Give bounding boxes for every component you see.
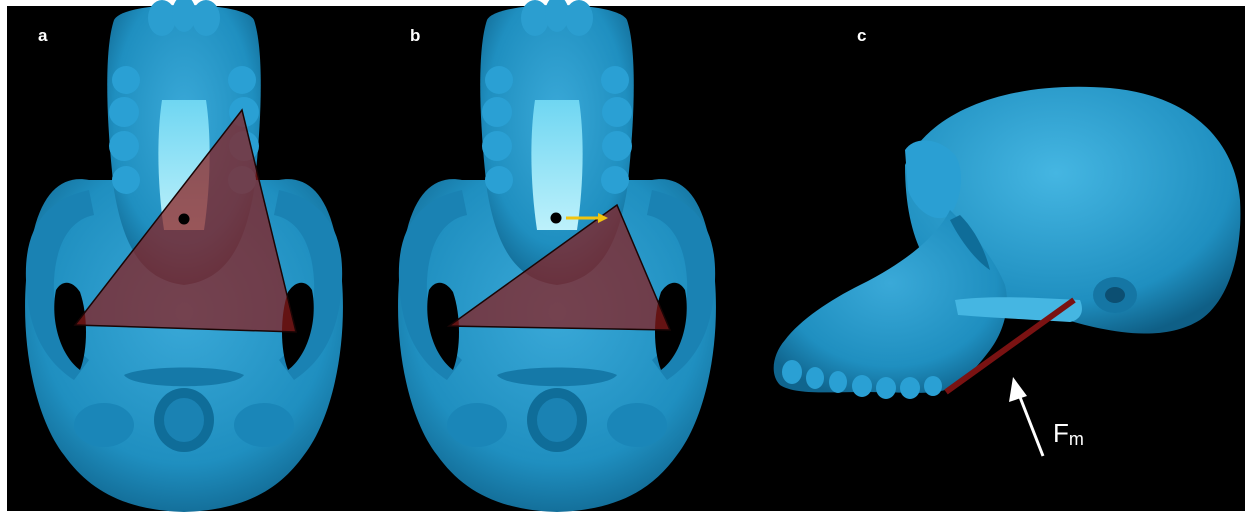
centroid-dot-b: [551, 213, 562, 224]
panel-label-a: a: [38, 26, 48, 45]
panel-label-c: c: [857, 26, 866, 45]
force-label-subscript: m: [1069, 429, 1084, 449]
panel-label-b: b: [410, 26, 420, 45]
centroid-dot-a: [179, 214, 190, 225]
auditory-meatus: [1105, 287, 1125, 303]
